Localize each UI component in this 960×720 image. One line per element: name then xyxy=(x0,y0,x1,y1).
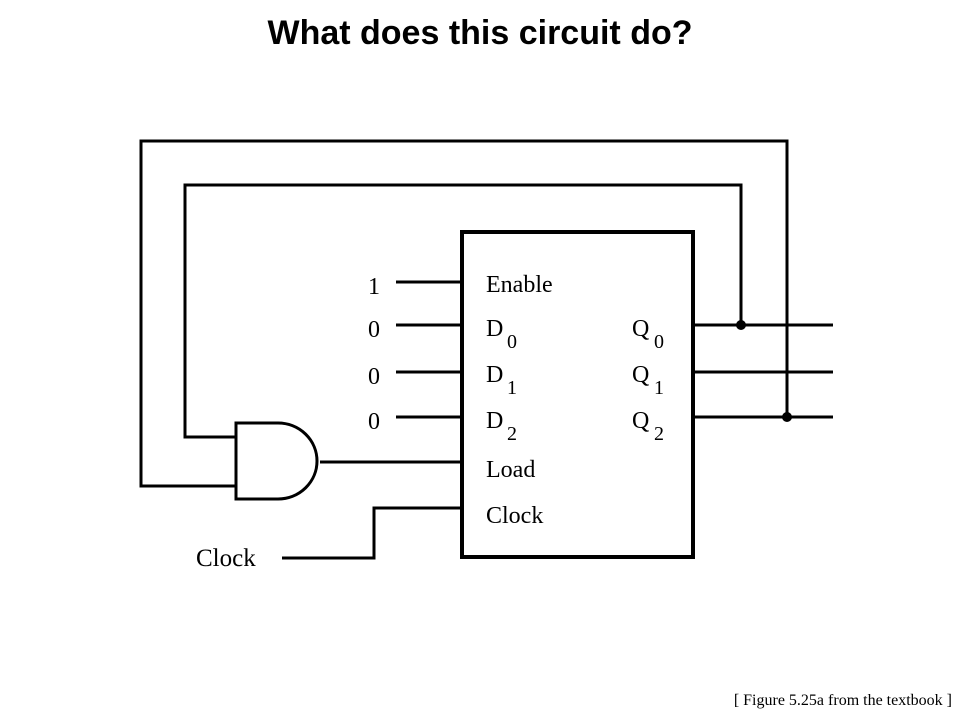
svg-text:D: D xyxy=(486,316,503,342)
q1-pin-label: Q 1 xyxy=(632,362,664,399)
load-pin-label: Load xyxy=(486,457,535,483)
svg-text:Q: Q xyxy=(632,316,649,342)
svg-text:2: 2 xyxy=(507,423,517,445)
clock-wire xyxy=(282,506,462,560)
q0-feedback-wire xyxy=(183,183,743,439)
svg-text:Q: Q xyxy=(632,408,649,434)
svg-text:Q: Q xyxy=(632,362,649,388)
q2-junction-dot xyxy=(782,412,792,422)
q0-junction-dot xyxy=(736,320,746,330)
svg-text:0: 0 xyxy=(654,331,664,353)
svg-text:2: 2 xyxy=(654,423,664,445)
figure-caption: [ Figure 5.25a from the textbook ] xyxy=(733,692,952,709)
d2-value-label: 0 xyxy=(368,409,380,435)
q2-pin-label: Q 2 xyxy=(632,408,664,445)
counter-block xyxy=(460,230,695,559)
svg-text:1: 1 xyxy=(507,377,517,399)
svg-text:D: D xyxy=(486,362,503,388)
d0-value-label: 0 xyxy=(368,317,380,343)
svg-text:1: 1 xyxy=(654,377,664,399)
clock-pin-label: Clock xyxy=(486,503,543,529)
slide-title: What does this circuit do? xyxy=(267,14,693,52)
d0-pin-label: D 0 xyxy=(486,316,517,353)
and-gate xyxy=(234,421,319,501)
q0-pin-label: Q 0 xyxy=(632,316,664,353)
q2-feedback-wire xyxy=(139,139,789,488)
enable-pin-label: Enable xyxy=(486,272,553,298)
enable-value-label: 1 xyxy=(368,274,380,300)
svg-text:D: D xyxy=(486,408,503,434)
d1-pin-label: D 1 xyxy=(486,362,517,399)
svg-text:0: 0 xyxy=(507,331,517,353)
d1-value-label: 0 xyxy=(368,364,380,390)
d2-pin-label: D 2 xyxy=(486,408,517,445)
clock-input-label: Clock xyxy=(196,545,256,572)
